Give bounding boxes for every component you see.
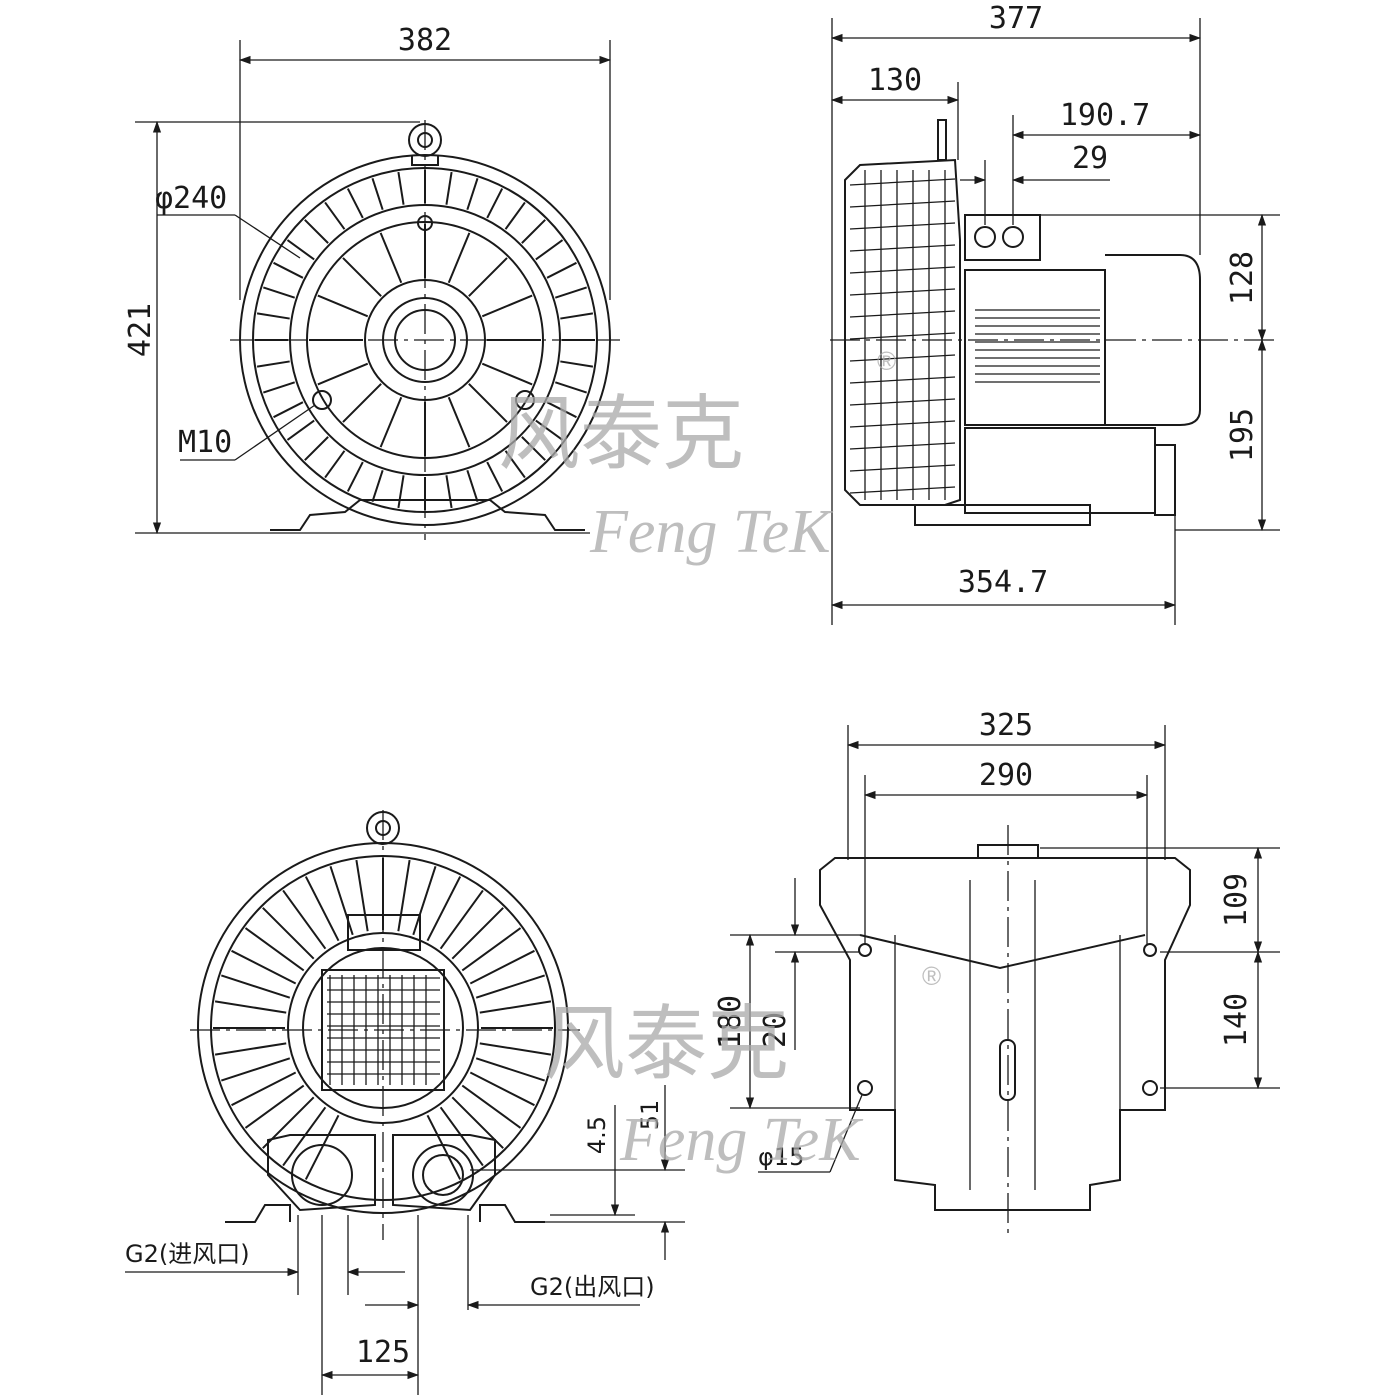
base-hole-diameter-dim: φ15 <box>758 1143 804 1171</box>
front-height-dim: 421 <box>123 303 158 357</box>
side-front-offset-dim: 130 <box>868 63 922 98</box>
port-offset-dim: 4.5 <box>583 1116 611 1154</box>
side-upper-height-dim: 128 <box>1225 251 1260 305</box>
base-view: 325 290 109 140 180 20 φ15 <box>713 708 1280 1235</box>
rear-view: G2(进风口) G2(出风口) 125 51 4.5 <box>125 810 685 1395</box>
front-width-dim: 382 <box>398 23 452 58</box>
side-length-dim: 377 <box>989 1 1043 36</box>
watermark-top: 风泰克 ® Feng TeK <box>498 346 896 566</box>
mount-bolt-dim: M10 <box>178 425 232 460</box>
impeller-diameter-dim: φ240 <box>155 181 227 216</box>
side-lower-height-dim: 195 <box>1225 408 1260 462</box>
base-hole-spacing-dim: 290 <box>979 758 1033 793</box>
watermark-cn-bottom: 风泰克 <box>543 997 789 1092</box>
port-spacing-dim: 125 <box>356 1335 410 1370</box>
side-view: 377 130 190.7 29 128 195 354.7 <box>830 1 1280 625</box>
base-hole-depth-dim: 180 <box>713 995 748 1049</box>
front-view: 382 421 φ240 M10 <box>123 23 620 540</box>
watermark-en-top: Feng TeK <box>589 498 834 566</box>
watermark-en-bottom: Feng TeK <box>619 1106 864 1174</box>
base-slot-depth-dim: 20 <box>758 1012 793 1048</box>
watermark-cn-top: 风泰克 <box>498 387 744 482</box>
watermark-bottom: 风泰克 ® Feng TeK <box>543 961 941 1174</box>
base-rear-depth-dim: 140 <box>1219 993 1254 1047</box>
watermark-reg-bottom: ® <box>922 961 941 991</box>
watermark-reg-top: ® <box>877 346 896 376</box>
outlet-port-label: G2(出风口) <box>530 1273 655 1301</box>
side-terminal-spacing-dim: 29 <box>1072 141 1108 176</box>
side-base-length-dim: 354.7 <box>958 565 1048 600</box>
base-outer-width-dim: 325 <box>979 708 1033 743</box>
side-terminal-offset-dim: 190.7 <box>1060 98 1150 133</box>
base-front-depth-dim: 109 <box>1219 873 1254 927</box>
inlet-port-label: G2(进风口) <box>125 1240 250 1268</box>
port-height-dim: 51 <box>636 1100 664 1131</box>
